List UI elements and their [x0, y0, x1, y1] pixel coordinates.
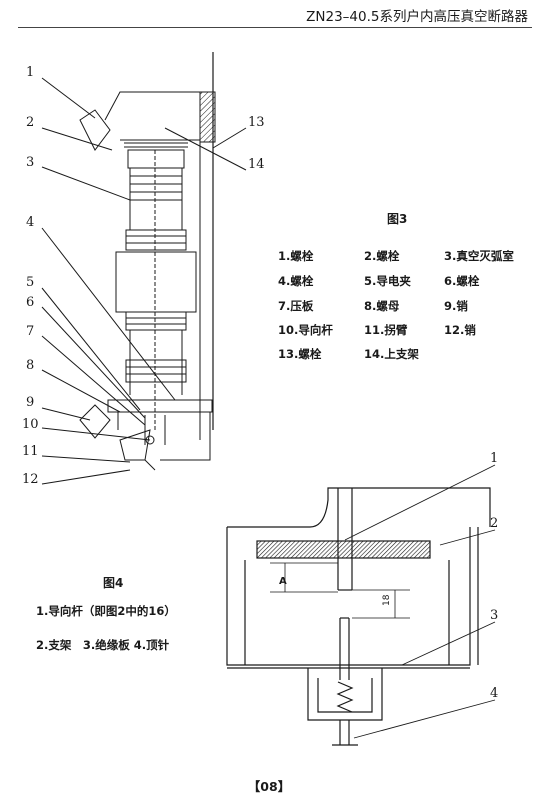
fig3-callout-7: 7: [26, 324, 34, 339]
fig4-dimension-18: 18: [382, 594, 392, 606]
page-number: 【08】: [247, 779, 291, 794]
fig3-callout-3: 3: [26, 155, 34, 170]
fig3-legend-item: 8.螺母: [364, 299, 400, 313]
figure4-caption: 图4: [103, 576, 124, 590]
fig3-legend-item: 7.压板: [278, 299, 314, 313]
fig3-callout-6: 6: [26, 295, 34, 310]
fig3-legend-item: 3.真空灭弧室: [444, 249, 514, 263]
fig3-legend-item: 11.拐臂: [364, 323, 408, 337]
fig3-legend-item: 4.螺栓: [278, 274, 314, 288]
fig3-callout-12: 12: [22, 472, 39, 487]
fig4-callout-3: 3: [490, 608, 498, 623]
fig4-callout-2: 2: [490, 516, 498, 531]
fig3-legend-item: 6.螺栓: [444, 274, 480, 288]
fig3-callout-4: 4: [26, 215, 34, 230]
fig3-legend-item: 2.螺栓: [364, 249, 400, 263]
fig4-callout-1: 1: [490, 451, 498, 466]
fig4-legend-line1: 1.导向杆（即图2中的16）: [36, 604, 176, 618]
fig3-callout-5: 5: [26, 275, 34, 290]
fig3-legend-item: 10.导向杆: [278, 323, 333, 337]
fig3-legend-item: 1.螺栓: [278, 249, 314, 263]
fig3-legend-item: 12.销: [444, 323, 476, 337]
fig4-legend-line2: 2.支架 3.绝缘板 4.顶针: [36, 638, 170, 652]
figure4-drawing: [226, 464, 496, 746]
fig3-callout-9: 9: [26, 395, 34, 410]
fig3-callout-14: 14: [248, 157, 265, 172]
fig4-dimension-a: A: [279, 576, 287, 587]
top-fins: [124, 142, 188, 148]
header-title: ZN23–40.5系列户内高压真空断路器: [306, 9, 528, 25]
fig3-callout-11: 11: [22, 444, 39, 459]
fig3-legend-item: 13.螺栓: [278, 347, 322, 361]
fig3-callout-8: 8: [26, 358, 34, 373]
fig3-callout-13: 13: [248, 115, 265, 130]
fig3-callout-2: 2: [26, 115, 34, 130]
figure3-caption: 图3: [387, 212, 408, 226]
header-rule: [18, 27, 532, 28]
fig3-legend-item: 14.上支架: [364, 347, 419, 361]
fig3-legend-item: 5.导电夹: [364, 274, 411, 288]
fig3-legend-item: 9.销: [444, 299, 468, 313]
fig3-callout-1: 1: [26, 65, 34, 80]
fig3-callout-10: 10: [22, 417, 39, 432]
fig4-callout-4: 4: [490, 686, 498, 701]
